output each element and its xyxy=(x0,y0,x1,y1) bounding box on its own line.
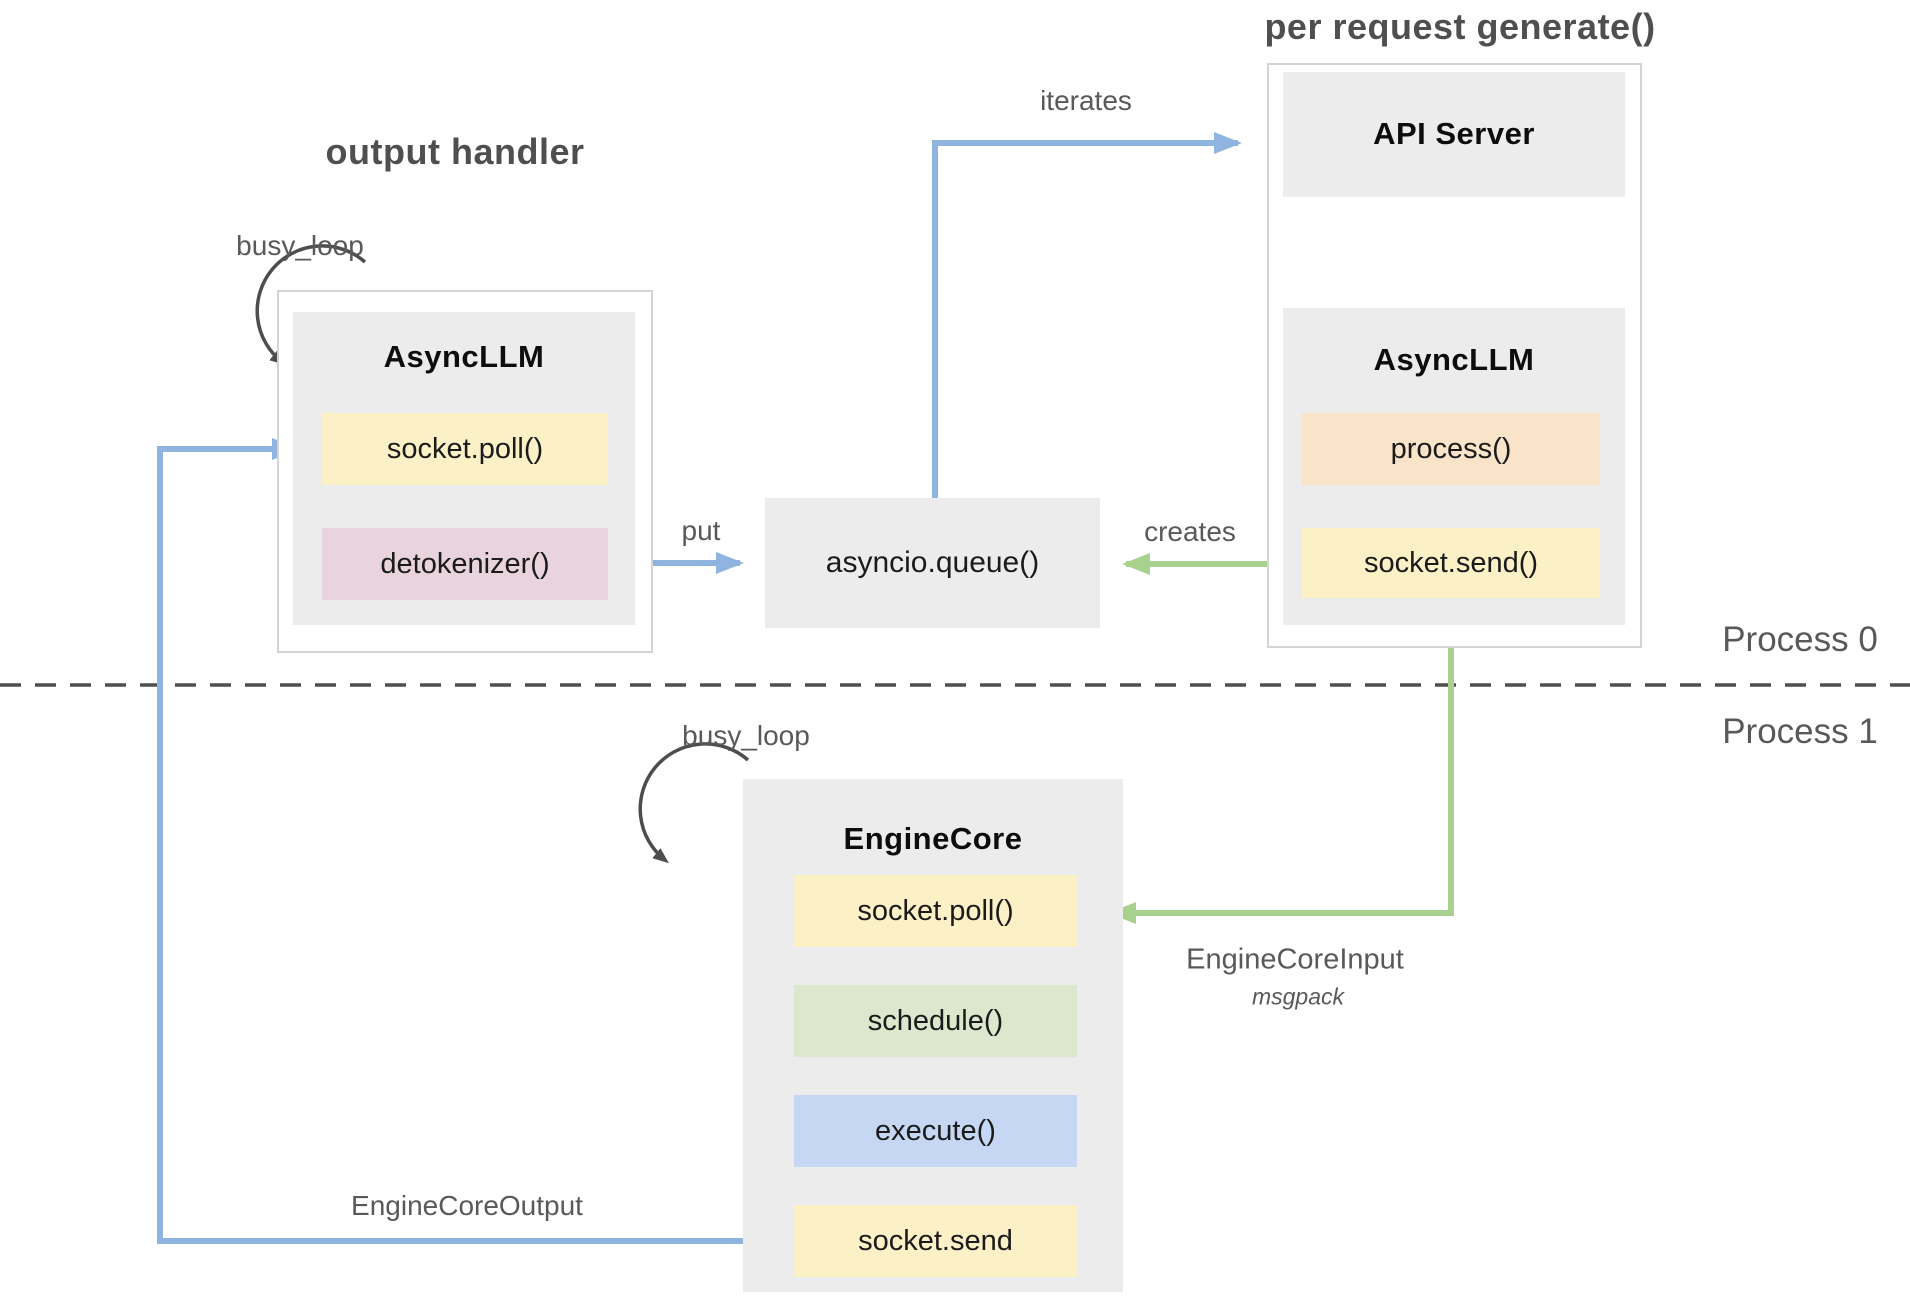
method-socket-poll-left: socket.poll() xyxy=(322,413,608,485)
async-llm-right-node: AsyncLLM process() socket.send() xyxy=(1283,308,1625,625)
creates-label: creates xyxy=(1144,516,1236,547)
method-schedule: schedule() xyxy=(794,985,1077,1057)
engine-core-title: EngineCore xyxy=(843,821,1023,856)
asyncio-queue-node: asyncio.queue() xyxy=(765,498,1100,628)
busy-loop-label-top: busy_loop xyxy=(236,230,364,261)
busy-loop-arc-bottom xyxy=(638,742,750,864)
method-detokenizer: detokenizer() xyxy=(322,528,608,600)
output-handler-title: output handler xyxy=(325,131,585,172)
async-llm-left-node: AsyncLLM socket.poll() detokenizer() xyxy=(293,312,635,625)
async-llm-left-title: AsyncLLM xyxy=(383,339,545,374)
method-socket-poll-engine: socket.poll() xyxy=(794,875,1077,947)
method-process: process() xyxy=(1302,413,1600,485)
per-request-generate-title: per request generate() xyxy=(1264,6,1656,47)
method-socket-send-right: socket.send() xyxy=(1302,528,1600,598)
iterates-arrow xyxy=(932,132,1242,498)
async-llm-right-title: AsyncLLM xyxy=(1373,342,1535,377)
engine-core-node: EngineCore socket.poll() schedule() exec… xyxy=(743,779,1123,1292)
api-server-node: API Server xyxy=(1283,72,1625,197)
method-execute: execute() xyxy=(794,1095,1077,1167)
put-label: put xyxy=(681,515,721,546)
busy-loop-label-bottom: busy_loop xyxy=(682,720,810,751)
engine-core-output-label: EngineCoreOutput xyxy=(351,1190,583,1221)
api-server-title: API Server xyxy=(1373,116,1535,151)
iterates-label: iterates xyxy=(1040,85,1132,116)
msgpack-label: msgpack xyxy=(1251,983,1345,1010)
method-socket-send-engine: socket.send xyxy=(794,1205,1077,1277)
engine-core-input-label: EngineCoreInput xyxy=(1186,943,1404,976)
process-1-label: Process 1 xyxy=(1722,712,1878,751)
process-0-label: Process 0 xyxy=(1722,620,1878,659)
